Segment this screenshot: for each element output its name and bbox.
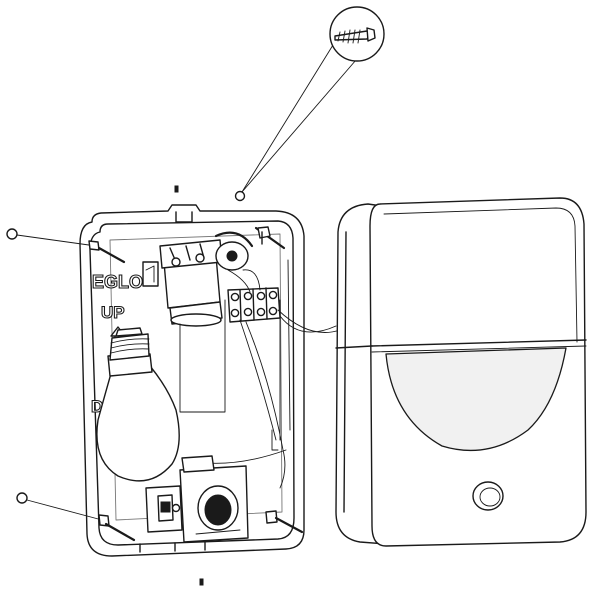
wall-plug-icon <box>257 226 271 239</box>
screw-position-marker <box>234 190 246 202</box>
fixing-screw-bottom-right <box>265 510 304 534</box>
screw-icon <box>104 522 136 542</box>
part-mark <box>199 578 204 586</box>
screw-icon <box>97 246 126 264</box>
sensor-lens <box>204 494 232 526</box>
wall-plug-icon <box>265 510 278 524</box>
terminal-block <box>227 287 281 323</box>
callout-leader-line <box>241 44 334 193</box>
part-mark <box>174 185 179 193</box>
sensor-module <box>145 455 249 543</box>
callout-leader-line <box>241 59 357 193</box>
screw-icon <box>274 516 304 534</box>
light-diffuser <box>385 347 567 452</box>
screw-icon <box>334 27 376 44</box>
fixing-screw-bottom-left <box>16 492 136 542</box>
fixing-screw-top-left <box>6 228 126 264</box>
screw-position-marker <box>16 492 28 504</box>
bulb-thread <box>109 327 150 361</box>
screw-position-marker <box>6 228 18 240</box>
fixing-screw-top-right <box>254 226 286 250</box>
wiring <box>179 259 341 489</box>
lamp-socket <box>159 231 254 327</box>
screw-callout <box>234 6 385 202</box>
mounting-bracket <box>142 261 159 287</box>
orientation-up-label: UP <box>101 303 125 322</box>
front-cover <box>335 197 587 547</box>
light-bulb <box>96 327 180 482</box>
wall-plug-icon <box>88 240 100 251</box>
brand-label: EGLO <box>92 272 143 292</box>
